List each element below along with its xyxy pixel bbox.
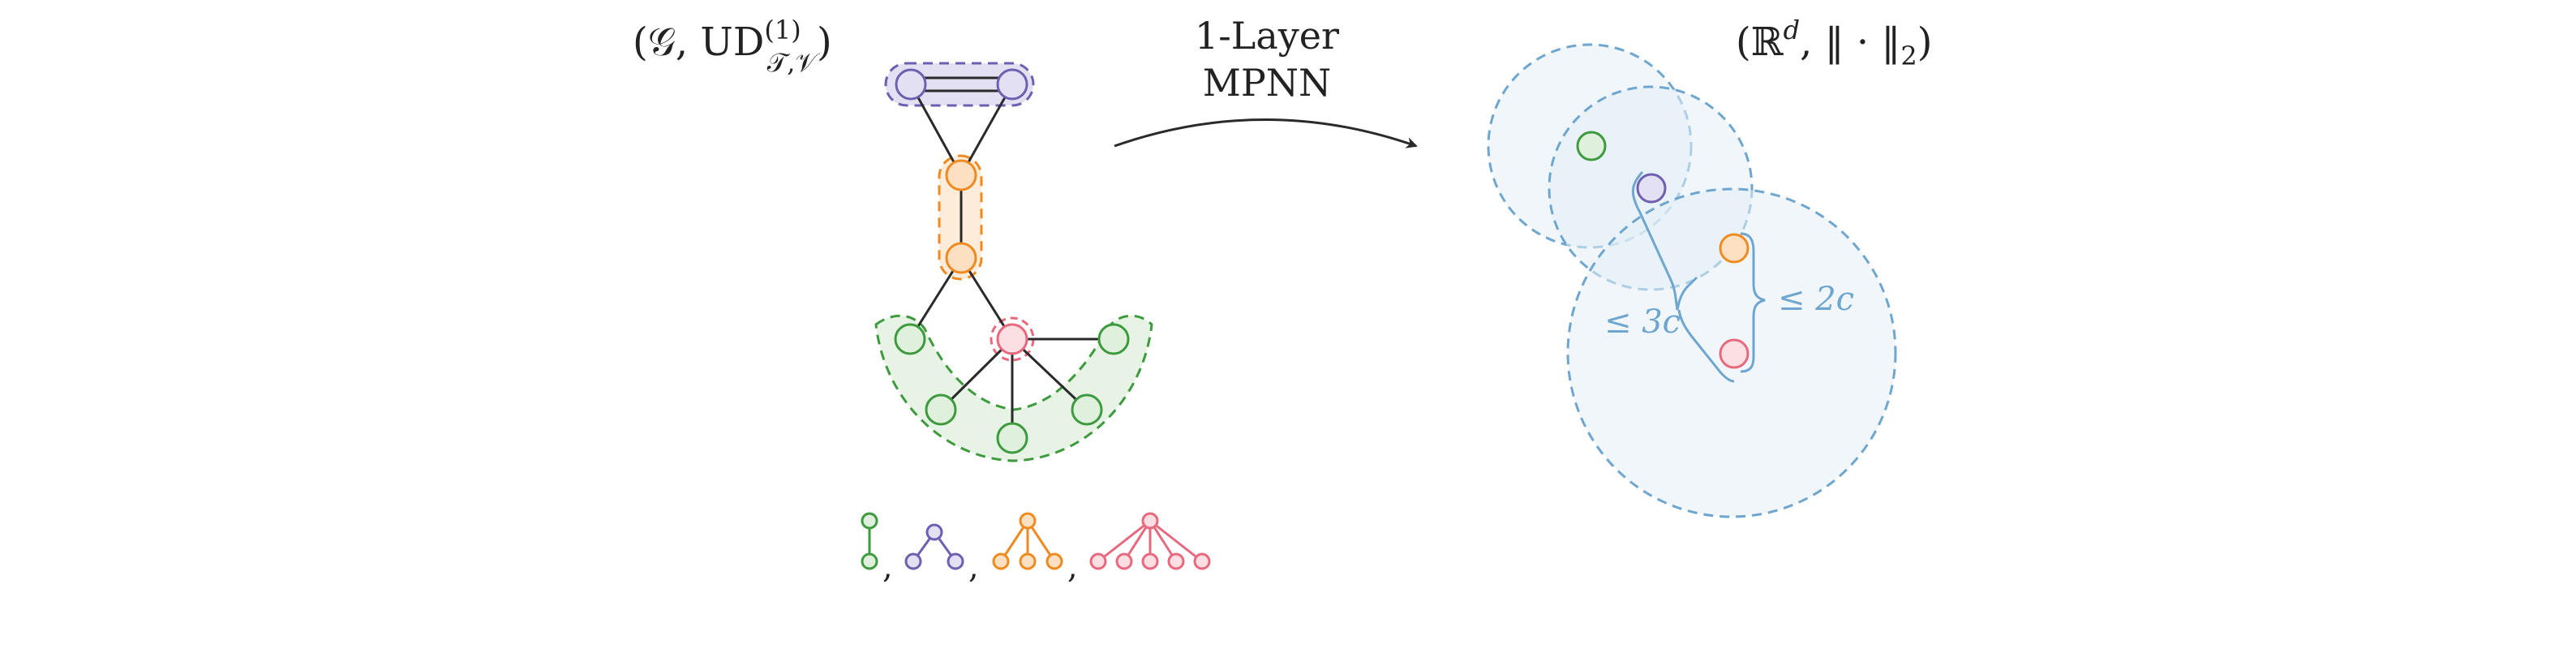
brace-2c xyxy=(1740,232,1766,373)
separator-comma: , xyxy=(1067,548,1078,586)
bound-3c-label: ≤ 3c xyxy=(1604,303,1681,341)
green-node xyxy=(996,422,1028,454)
purple-node xyxy=(996,68,1028,101)
arrow-label-line2: MPNN xyxy=(1203,61,1332,105)
green-node xyxy=(1071,393,1103,426)
purple-tree-type xyxy=(904,523,964,570)
pink-node xyxy=(996,323,1028,355)
green-node xyxy=(894,323,926,355)
green-node xyxy=(1097,323,1130,355)
orange-embedding-point xyxy=(1719,233,1750,264)
separator-comma: , xyxy=(968,548,979,586)
green-embedding-point xyxy=(1576,131,1607,161)
pink-tree-type xyxy=(1089,512,1211,570)
orange-node xyxy=(945,242,977,274)
pink-embedding-point xyxy=(1719,338,1750,369)
orange-tree-type xyxy=(992,512,1063,570)
tree-types-legend: , , , xyxy=(861,512,1211,586)
input-graph xyxy=(874,62,1153,462)
purple-node xyxy=(895,68,927,101)
mpnn-arrow xyxy=(1114,118,1418,148)
embedding-space: ≤ 3c ≤ 2c xyxy=(1487,43,1897,518)
purple-embedding-point xyxy=(1636,173,1667,204)
green-tree-type xyxy=(861,512,878,570)
graph-space-label: (𝒢, UD(1)𝒯,𝒱) xyxy=(633,15,832,78)
embedding-space-label: (ℝd, ‖ · ‖2) xyxy=(1736,15,1933,71)
green-node xyxy=(925,393,957,426)
arrow-label-line1: 1-Layer xyxy=(1195,14,1339,58)
brace-3c xyxy=(1631,170,1735,383)
orange-node xyxy=(945,159,977,191)
separator-comma: , xyxy=(882,548,893,586)
bound-2c-label: ≤ 2c xyxy=(1778,281,1854,318)
